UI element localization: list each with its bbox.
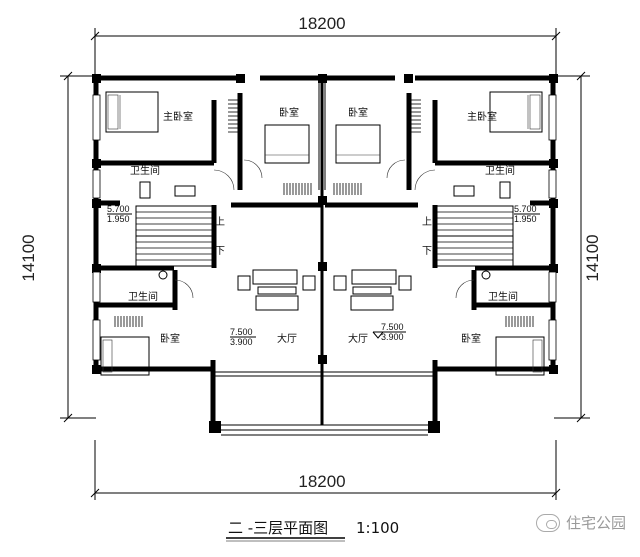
left-dimension-line: [60, 71, 96, 423]
room-label-hall-left: 大厅: [277, 332, 297, 345]
stair-down-right: 下: [422, 246, 432, 257]
sofa-set-left: [237, 269, 316, 311]
level-hall-left-upper: 7.500: [230, 327, 253, 337]
stair-left: [135, 205, 213, 267]
room-label-bathroom-lower-right: 卫生间: [488, 290, 518, 303]
bed-lower-right: [495, 336, 545, 376]
room-label-bedroom-lower-right: 卧室: [461, 332, 481, 345]
stair-up-right: 上: [422, 216, 432, 228]
room-label-bedroom-top-left: 卧室: [279, 106, 299, 119]
structural-columns: [92, 74, 558, 433]
level-hall-left-lower: 3.900: [230, 337, 253, 347]
right-dimension-line: [554, 71, 590, 423]
room-label-bedroom-lower-left: 卧室: [160, 332, 180, 345]
bed-top-right: [335, 124, 381, 164]
room-label-bathroom-upper-right: 卫生间: [485, 164, 515, 177]
level-stair-left-lower: 1.950: [107, 214, 130, 224]
bottom-width-label: 18200: [298, 472, 345, 491]
bed-master-right: [489, 91, 543, 133]
bed-lower-left: [100, 336, 150, 376]
bed-top-left: [264, 124, 310, 164]
room-label-master-bedroom-right: 主卧室: [467, 110, 497, 123]
room-label-hall-right: 大厅: [348, 332, 368, 345]
exterior-walls: [93, 75, 556, 430]
level-stair-right-lower: 1.950: [514, 214, 537, 224]
top-width-label: 18200: [298, 14, 345, 33]
bed-master-left: [105, 91, 159, 133]
windows-right: [548, 94, 557, 361]
watermark: 住宅公园: [535, 512, 626, 533]
level-hall-right-lower: 3.900: [381, 332, 404, 342]
level-stair-right-upper: 5.700: [514, 204, 537, 214]
bathroom-fixtures: [139, 181, 511, 280]
chat-bubble-icon: [535, 513, 560, 532]
wardrobes: [114, 99, 534, 327]
watermark-text: 住宅公园: [565, 514, 626, 532]
left-height-label: 14100: [19, 234, 38, 281]
bottom-dimension-line: [90, 440, 561, 500]
plan-title: 二 -三层平面图: [228, 519, 328, 537]
right-height-label: 14100: [583, 234, 602, 281]
room-label-bathroom-lower-left: 卫生间: [128, 290, 158, 303]
windows-left: [92, 94, 101, 361]
room-label-bathroom-upper-left: 卫生间: [130, 164, 160, 177]
room-label-bedroom-top-right: 卧室: [348, 106, 368, 119]
top-dimension-line: [90, 28, 561, 75]
sofa-set-right: [333, 269, 412, 311]
stair-down-left: 下: [215, 246, 225, 257]
stair-up-left: 上: [215, 216, 225, 228]
plan-scale: 1:100: [356, 519, 399, 537]
level-stair-left-upper: 5.700: [107, 204, 130, 214]
party-wall: [318, 82, 326, 425]
stair-right: [436, 205, 514, 267]
level-hall-right-upper: 7.500: [381, 322, 404, 332]
balcony: [221, 424, 428, 436]
room-label-master-bedroom-left: 主卧室: [163, 110, 193, 123]
doors: [174, 159, 475, 299]
